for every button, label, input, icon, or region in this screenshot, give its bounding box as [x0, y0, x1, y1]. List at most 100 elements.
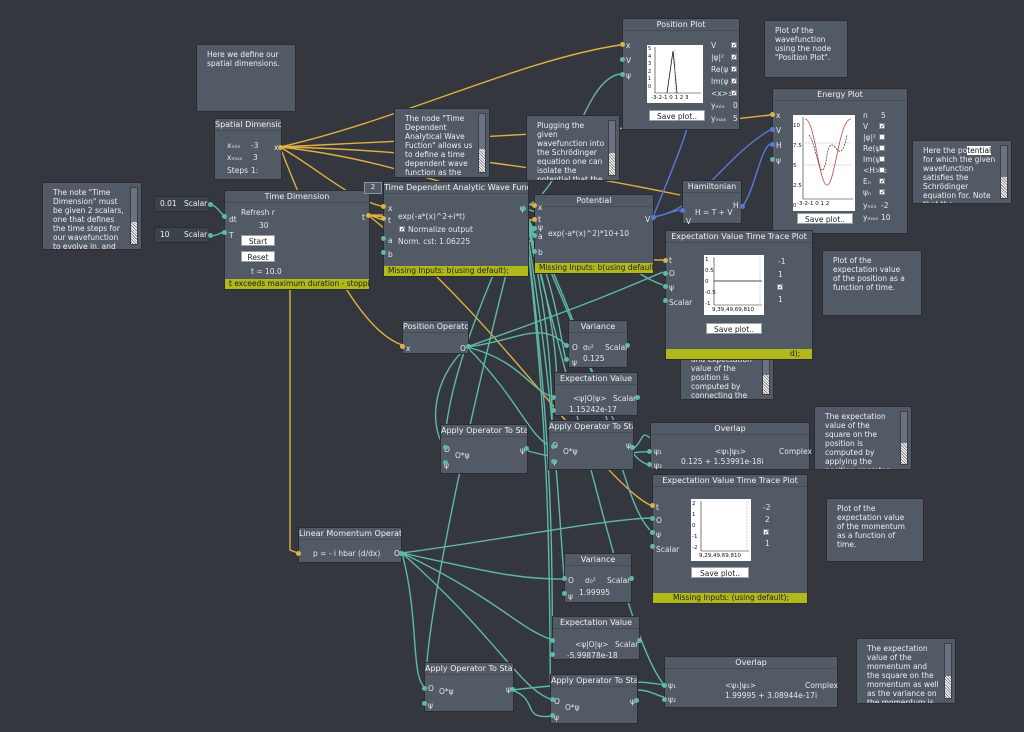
note-scrollbar[interactable] — [900, 411, 908, 465]
potential-v-out-port[interactable] — [651, 215, 656, 220]
tdawf-x-in-port[interactable] — [381, 204, 386, 209]
note-exp-time-trace[interactable]: Plot of the expectation value of the pos… — [822, 250, 922, 316]
save-plot-button[interactable]: Save plot.. — [691, 567, 749, 578]
energy-psi-in-port[interactable] — [770, 157, 775, 162]
note-spatial[interactable]: Here we define our spatial dimensions. — [196, 44, 296, 112]
expectation-value-node-2[interactable]: Expectation Value <ψ|O|ψ> -5.99878e-18 S… — [552, 616, 640, 660]
apply-operator-node-3[interactable]: Apply Operator To State O ψ O*ψ ψ — [424, 662, 514, 712]
apply3-psi-in-port[interactable] — [422, 701, 427, 706]
save-plot-button[interactable]: Save plot.. — [649, 110, 705, 121]
overlap2-psi1-in-port[interactable] — [662, 683, 667, 688]
expval1-psi-in-port[interactable] — [551, 408, 556, 413]
energy-v-in-port[interactable] — [770, 127, 775, 132]
exptrace1-psi-in-port[interactable] — [663, 284, 668, 289]
momop-o-out-port[interactable] — [399, 551, 404, 556]
expval1-o-in-port[interactable] — [551, 395, 556, 400]
opt-en-checkbox[interactable]: ✓ — [879, 178, 886, 185]
note-scrollbar[interactable] — [478, 113, 486, 173]
n-value[interactable]: 5 — [881, 111, 886, 120]
grid-checkbox[interactable]: ✓ — [763, 529, 770, 536]
energy-x-in-port[interactable] — [770, 112, 775, 117]
overlap1-psi1-in-port[interactable] — [647, 449, 652, 454]
note-potential[interactable]: Here the potential for which the given w… — [912, 140, 1012, 204]
variance1-scalar-out-port[interactable] — [625, 343, 630, 348]
scalar-dt-out-port[interactable] — [208, 202, 213, 207]
momop-t-in-port[interactable] — [296, 551, 301, 556]
apply2-psi-out-port[interactable] — [630, 445, 635, 450]
energy-h-in-port[interactable] — [770, 142, 775, 147]
ymin-value[interactable]: 0 — [733, 101, 738, 110]
note-time-dimension[interactable]: The note "Time Dimension" must be given … — [42, 182, 142, 250]
variance2-psi-in-port[interactable] — [562, 591, 567, 596]
overlap-node-1[interactable]: Overlap ψ₁ ψ₂ <ψ₁|ψ₂> 0.125 + 1.53991e-1… — [650, 422, 812, 470]
potential-psi-in-port[interactable] — [532, 226, 537, 231]
apply-operator-node-4[interactable]: Apply Operator To State O ψ O*ψ ψ — [550, 674, 638, 724]
time-t-out-port[interactable] — [366, 213, 371, 218]
opt-x-checkbox[interactable]: ✓ — [731, 90, 738, 97]
note-momentum-plot[interactable]: Plot of the expectation value of the mom… — [826, 498, 924, 562]
exptrace2-scalar-in-port[interactable] — [650, 544, 655, 549]
time-T-in-port[interactable] — [222, 230, 227, 235]
expectation-value-node-1[interactable]: Expectation Value <ψ|O|ψ> 1.15242e-17 Sc… — [554, 372, 638, 416]
posop-x-in-port[interactable] — [400, 344, 405, 349]
overlap1-psi2-in-port[interactable] — [647, 462, 652, 467]
save-plot-button[interactable]: Save plot.. — [797, 213, 853, 224]
note-scrollbar[interactable] — [944, 643, 952, 699]
opt-psi2-checkbox[interactable] — [879, 134, 885, 140]
exptrace2-t-in-port[interactable] — [650, 503, 655, 508]
save-plot-button[interactable]: Save plot.. — [706, 323, 762, 334]
opt-im-checkbox[interactable]: ✓ — [731, 78, 738, 85]
potential-node[interactable]: Potential x t ψ a b exp(-a*(x)^2)*10+10 … — [534, 194, 654, 274]
variance-node-1[interactable]: Variance O ψ σ₀² 0.125 Scalar — [568, 320, 628, 368]
opt-im-checkbox[interactable] — [879, 156, 885, 162]
steps-value[interactable]: 1: — [251, 166, 259, 175]
note-scrollbar[interactable] — [608, 120, 616, 176]
ymin-value[interactable]: -2 — [881, 201, 889, 210]
apply1-psi-in-port[interactable] — [443, 460, 448, 465]
apply4-o-in-port[interactable] — [550, 697, 555, 702]
exptrace1-t-in-port[interactable] — [663, 258, 668, 263]
posop-o-out-port[interactable] — [466, 344, 471, 349]
xmax-value[interactable]: 3 — [253, 153, 258, 162]
tdawf-psi-out-port[interactable] — [521, 206, 526, 211]
scalar-T-out-port[interactable] — [208, 233, 213, 238]
spatial-x-out-port[interactable] — [278, 145, 283, 150]
xmin-value[interactable]: -3 — [251, 141, 259, 150]
refresh-value[interactable]: 30 — [259, 221, 269, 230]
spatial-dimension-node[interactable]: Spatial Dimension xₘᵢₙ -3 xₘₐₓ 3 Steps 1… — [214, 118, 282, 180]
exptrace2-o-in-port[interactable] — [650, 516, 655, 521]
note-plugging[interactable]: Plugging the given wavefunction into the… — [526, 115, 620, 181]
posplot-v-in-port[interactable] — [620, 57, 625, 62]
exptrace2-psi-in-port[interactable] — [650, 530, 655, 535]
opt-v-checkbox[interactable]: ✓ — [879, 123, 886, 130]
apply3-psi-out-port[interactable] — [510, 687, 515, 692]
expval1-scalar-out-port[interactable] — [635, 395, 640, 400]
exp-time-trace-plot-2[interactable]: Expectation Value Time Trace Plot t O ψ … — [652, 474, 808, 604]
hamiltonian-node[interactable]: Hamiltonian H = T + V V H — [682, 180, 742, 226]
time-dt-in-port[interactable] — [222, 214, 227, 219]
scalar-T-node[interactable]: 10 Scalar — [154, 227, 210, 243]
position-operator-node[interactable]: Position Operator x O — [402, 320, 469, 354]
ymin-value[interactable]: -2 — [763, 503, 771, 512]
variance2-scalar-out-port[interactable] — [629, 576, 634, 581]
opt-psi2-checkbox[interactable]: ✓ — [731, 54, 738, 61]
scale-value[interactable]: 1 — [778, 295, 783, 304]
expval2-scalar-out-port[interactable] — [637, 638, 642, 643]
time-dimension-node[interactable]: Time Dimension dt T Refresh r 30 Start R… — [224, 190, 370, 290]
apply4-psi-in-port[interactable] — [550, 713, 555, 718]
posplot-x-in-port[interactable] — [620, 42, 625, 47]
normalize-checkbox[interactable]: ✓ — [399, 226, 406, 233]
scalar-dt-node[interactable]: 0.01 Scalar — [154, 196, 210, 212]
opt-re-checkbox[interactable] — [879, 145, 885, 151]
variance1-psi-in-port[interactable] — [564, 357, 569, 362]
tdawf-a-in-port[interactable] — [381, 236, 386, 241]
expval2-o-in-port[interactable] — [550, 638, 555, 643]
reset-button[interactable]: Reset — [241, 251, 275, 262]
ymin-value[interactable]: -1 — [778, 257, 786, 266]
apply3-o-in-port[interactable] — [422, 686, 427, 691]
ymax-value[interactable]: 1 — [778, 270, 783, 279]
variance2-o-in-port[interactable] — [562, 576, 567, 581]
grid-checkbox[interactable]: ✓ — [777, 284, 784, 291]
